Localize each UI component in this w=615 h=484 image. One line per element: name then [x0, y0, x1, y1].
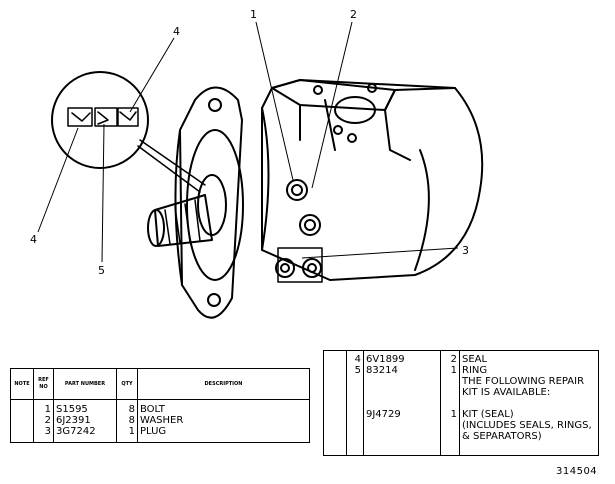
ref-cell: 1 2 3	[33, 399, 54, 443]
pump-illustration: 1 2 3 4 4 5	[30, 8, 484, 319]
bolt-group	[275, 179, 323, 283]
ref-value: 5	[354, 365, 361, 376]
col-header-ref: REF NO	[33, 368, 54, 400]
note-line: KIT IS AVAILABLE:	[462, 387, 551, 398]
parts-table-right: 4 5 6V1899 83214 9J4729 2 1 1 SEAL RING …	[323, 350, 599, 456]
parts-table-left: NOTE REF NO PART NUMBER QTY DESCRIPTION …	[10, 368, 310, 443]
table-header-row: NOTE REF NO PART NUMBER QTY DESCRIPTION	[10, 368, 310, 400]
seal-detail-inset	[51, 71, 149, 169]
qty-value: 1	[128, 426, 135, 437]
description-value: & SEPARATORS)	[462, 431, 542, 442]
callout-3: 3	[462, 244, 469, 257]
port-hole	[334, 96, 376, 124]
qty-cell: 2 1 1	[440, 350, 460, 456]
description-value: BOLT	[140, 404, 165, 415]
part-number: 6J2391	[56, 415, 91, 426]
callout-4-top: 4	[173, 25, 180, 38]
callout-2: 2	[350, 8, 357, 21]
part-cell: S1595 6J2391 3G7242	[53, 399, 117, 443]
note-cell	[323, 350, 347, 456]
callout-4-bottom: 4	[30, 233, 37, 246]
ref-value: 4	[354, 354, 361, 365]
description-value: RING	[462, 365, 488, 376]
ref-value: 2	[44, 415, 51, 426]
qty-value: 1	[450, 409, 457, 420]
part-number: 6V1899	[366, 354, 405, 365]
part-cell: 6V1899 83214 9J4729	[363, 350, 441, 456]
description-value: PLUG	[140, 426, 167, 437]
description-cell: SEAL RING THE FOLLOWING REPAIR KIT IS AV…	[459, 350, 599, 456]
col-header-part: PART NUMBER	[53, 368, 117, 400]
table-row: 4 5 6V1899 83214 9J4729 2 1 1 SEAL RING …	[323, 350, 599, 456]
table-row: 1 2 3 S1595 6J2391 3G7242 8 8 1 BOLT WAS…	[10, 399, 310, 443]
part-number: 3G7242	[56, 426, 96, 437]
qty-value: 1	[450, 365, 457, 376]
ref-value: 3	[44, 426, 51, 437]
qty-value: 8	[128, 404, 135, 415]
callout-5: 5	[98, 264, 105, 277]
description-value: (INCLUDES SEALS, RINGS,	[462, 420, 592, 431]
part-number: 83214	[366, 365, 398, 376]
description-cell: BOLT WASHER PLUG	[137, 399, 310, 443]
col-header-note: NOTE	[10, 368, 34, 400]
mounting-flange	[179, 86, 243, 319]
col-header-description: DESCRIPTION	[137, 368, 310, 400]
description-value: WASHER	[140, 415, 184, 426]
callout-1: 1	[250, 8, 257, 21]
figure-number: 314504	[556, 466, 598, 477]
qty-cell: 8 8 1	[116, 399, 138, 443]
shaft	[154, 194, 213, 247]
part-number: S1595	[56, 404, 88, 415]
qty-value: 2	[450, 354, 457, 365]
ref-value: 1	[44, 404, 51, 415]
note-line: THE FOLLOWING REPAIR	[462, 376, 585, 387]
description-value: SEAL	[462, 354, 488, 365]
ref-cell: 4 5	[346, 350, 364, 456]
note-cell	[10, 399, 34, 443]
qty-value: 8	[128, 415, 135, 426]
col-header-qty: QTY	[116, 368, 138, 400]
part-number: 9J4729	[366, 409, 401, 420]
description-value: KIT (SEAL)	[462, 409, 514, 420]
pump-body	[261, 79, 484, 281]
